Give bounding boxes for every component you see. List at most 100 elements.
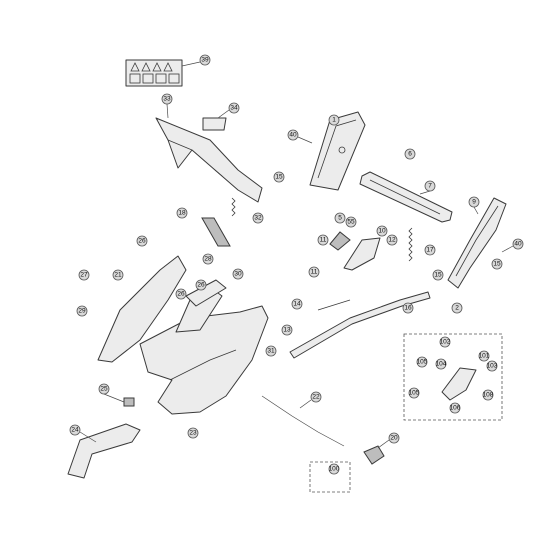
svg-text:17: 17: [426, 247, 434, 254]
svg-text:7: 7: [428, 183, 432, 190]
svg-text:101: 101: [479, 353, 490, 360]
callout: 33: [161, 93, 173, 105]
callout: 5: [334, 212, 346, 224]
knob: [363, 445, 385, 465]
callout: 29: [76, 305, 88, 317]
svg-text:21: 21: [114, 272, 122, 279]
callout: 106: [450, 402, 461, 414]
callout: 20: [388, 432, 400, 444]
callout: 12: [386, 234, 398, 246]
svg-text:15: 15: [493, 261, 501, 268]
callout: 21: [112, 269, 124, 281]
svg-text:20: 20: [390, 435, 398, 442]
callout: 9: [468, 196, 480, 208]
callout: 16: [402, 302, 414, 314]
callout: 105: [409, 387, 420, 399]
svg-text:103: 103: [487, 363, 498, 370]
svg-text:1: 1: [332, 117, 336, 124]
callout: 15: [432, 269, 444, 281]
svg-text:55: 55: [347, 219, 355, 226]
svg-text:102: 102: [440, 339, 451, 346]
svg-text:32: 32: [254, 215, 262, 222]
axle-tube: [359, 171, 453, 223]
callout: 25: [98, 383, 110, 395]
side-bracket: [447, 197, 507, 289]
callout: 105: [417, 356, 428, 368]
svg-text:13: 13: [283, 327, 291, 334]
callout: 26: [175, 288, 187, 300]
callout: 13: [281, 324, 293, 336]
callout: 108: [483, 389, 494, 401]
detail-box-100: [309, 461, 351, 493]
svg-text:108: 108: [483, 392, 494, 399]
svg-text:11: 11: [311, 269, 318, 276]
callout: 31: [265, 345, 277, 357]
clip: [123, 397, 135, 407]
svg-text:11: 11: [320, 237, 327, 244]
svg-text:9: 9: [472, 199, 476, 206]
svg-text:104: 104: [436, 361, 447, 368]
left-frame: [97, 255, 269, 415]
svg-text:18: 18: [178, 210, 186, 217]
svg-text:28: 28: [204, 256, 212, 263]
callout: 1: [328, 114, 340, 126]
callout: 55: [345, 216, 357, 228]
svg-text:10: 10: [378, 228, 386, 235]
callout: 7: [424, 180, 436, 192]
callout: 30: [232, 268, 244, 280]
callout: 40: [512, 238, 524, 250]
svg-text:27: 27: [80, 272, 88, 279]
callout: 10: [376, 225, 388, 237]
svg-text:26: 26: [138, 238, 146, 245]
callout: 103: [487, 360, 498, 372]
svg-text:39: 39: [201, 57, 209, 64]
callout: 24: [69, 424, 81, 436]
svg-text:16: 16: [404, 305, 412, 312]
svg-text:14: 14: [293, 301, 301, 308]
callout: 28: [202, 253, 214, 265]
detail-part-101: [441, 367, 477, 401]
callout: 40: [287, 129, 299, 141]
svg-text:5: 5: [338, 215, 342, 222]
rod-14: [317, 299, 351, 311]
callout: 11: [317, 234, 329, 246]
svg-text:33: 33: [163, 96, 171, 103]
svg-text:22: 22: [312, 394, 320, 401]
svg-text:105: 105: [409, 390, 420, 397]
svg-text:15: 15: [275, 174, 283, 181]
detail-box-101: [403, 333, 503, 421]
cable: [261, 395, 345, 447]
callout: 15: [273, 171, 285, 183]
callout: 23: [187, 427, 199, 439]
callout: 2: [451, 302, 463, 314]
mat-pad: [201, 217, 231, 247]
svg-text:106: 106: [450, 405, 461, 412]
callout: 15: [491, 258, 503, 270]
svg-text:31: 31: [267, 348, 275, 355]
control-rod: [289, 291, 431, 359]
svg-text:26: 26: [177, 291, 185, 298]
callout: 17: [424, 244, 436, 256]
right-frame: [309, 111, 366, 191]
callout: 26: [195, 279, 207, 291]
svg-text:26: 26: [197, 282, 205, 289]
callout: 18: [176, 207, 188, 219]
callout: 34: [228, 102, 240, 114]
callout: 26: [136, 235, 148, 247]
svg-text:105: 105: [417, 359, 428, 366]
svg-text:12: 12: [388, 237, 396, 244]
svg-text:40: 40: [514, 241, 522, 248]
svg-text:34: 34: [230, 105, 238, 112]
callout: 100: [329, 463, 340, 475]
lever-assembly: [329, 231, 381, 271]
svg-text:6: 6: [408, 151, 412, 158]
front-guard: [67, 423, 141, 479]
svg-text:25: 25: [100, 386, 108, 393]
leader-lines: [79, 61, 514, 449]
spring: [231, 197, 236, 217]
callout: 27: [78, 269, 90, 281]
callout: 11: [308, 266, 320, 278]
callout: 101: [479, 350, 490, 362]
callout: 39: [199, 54, 211, 66]
